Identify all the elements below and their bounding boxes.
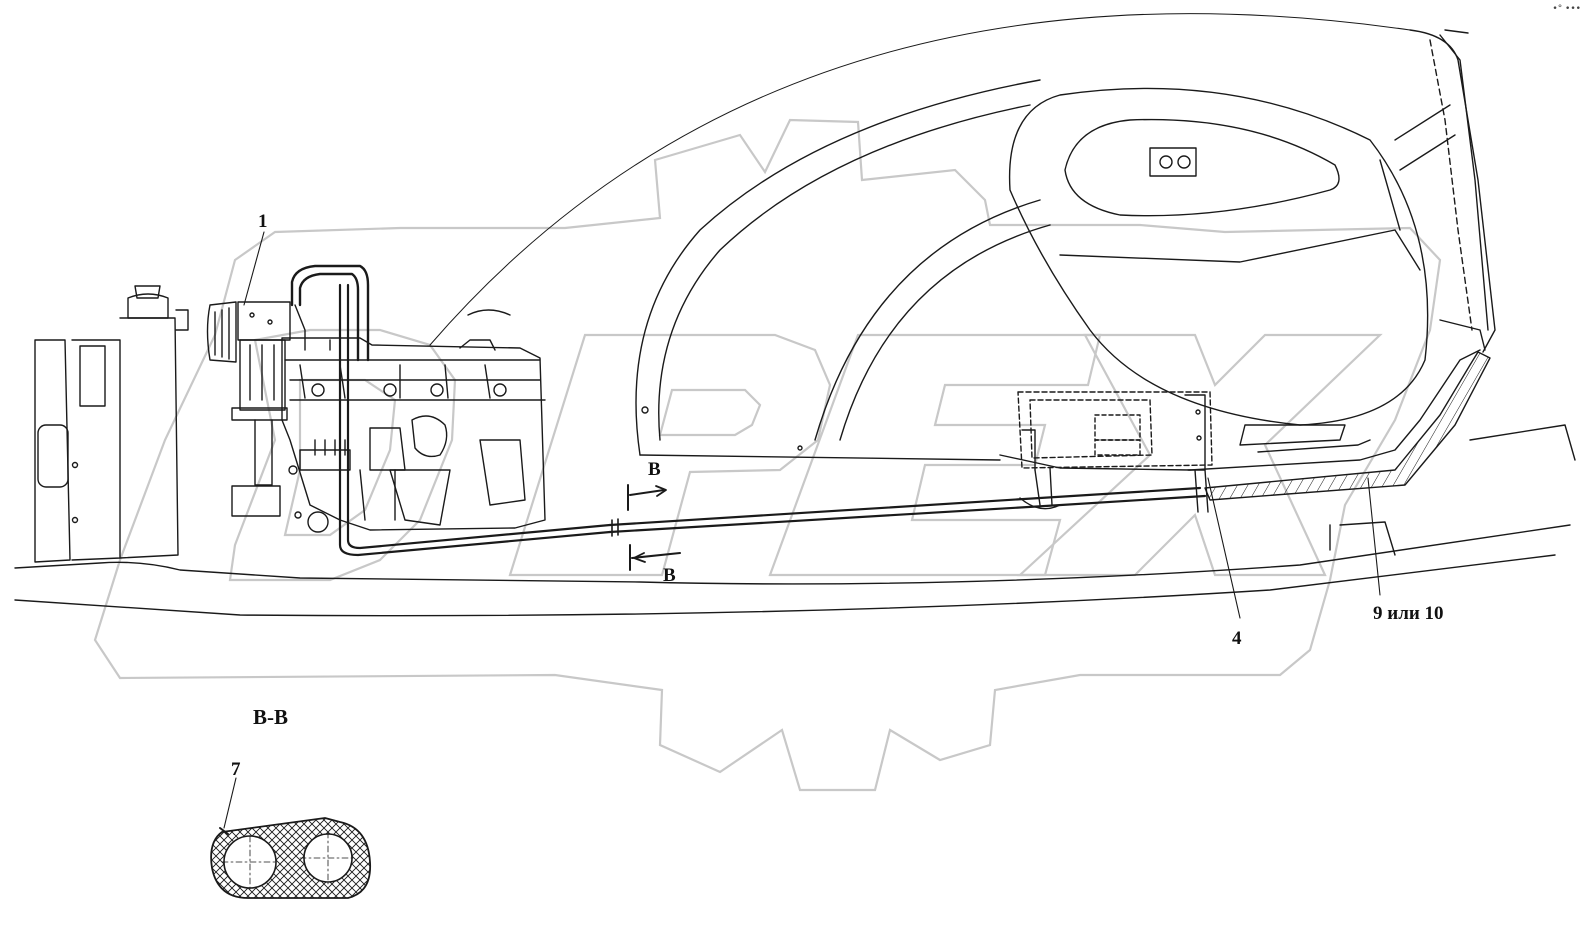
section-label-top: B [648, 459, 661, 480]
control-panel-icon [1149, 147, 1197, 177]
radiator [34, 285, 189, 563]
floor-insulation [1204, 351, 1491, 501]
section-markers [627, 484, 681, 571]
leader-lines [223, 231, 1381, 829]
callout-1: 1 [258, 211, 268, 232]
section-label-bottom: B [663, 565, 676, 586]
engine [206, 264, 546, 533]
section-detail [210, 817, 371, 899]
seat [1008, 87, 1429, 426]
frame [14, 424, 1576, 617]
evaporator-unit [1017, 391, 1213, 513]
filter [369, 427, 406, 471]
section-title: B-B [253, 705, 289, 729]
callout-9-or-10: 9 или 10 [1373, 603, 1444, 624]
corner-dots: •° ••• [1552, 4, 1581, 14]
callout-7: 7 [231, 759, 241, 780]
cab-outline [429, 13, 1496, 556]
watermark-logo [93, 118, 1442, 792]
callout-4: 4 [1232, 628, 1242, 649]
ac-hose-lines [338, 283, 1207, 557]
